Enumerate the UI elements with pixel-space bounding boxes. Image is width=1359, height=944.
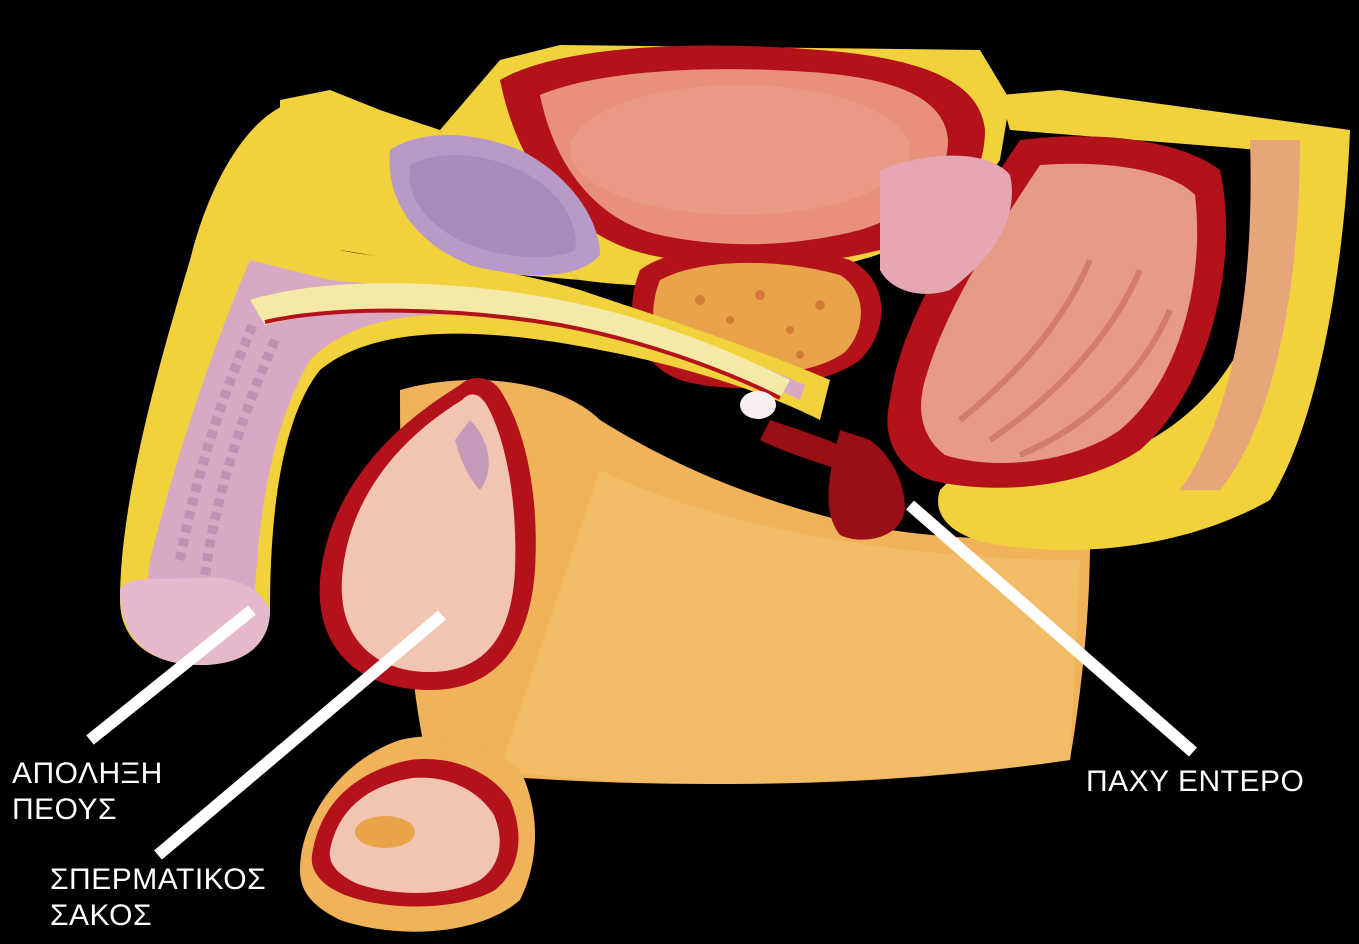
label-large-intestine: ΠΑΧΥ ΕΝΤΕΡΟ xyxy=(1086,764,1304,800)
bulbourethral-gland xyxy=(740,391,776,419)
ejaculatory-duct xyxy=(760,420,850,470)
label-penis-tip: ΑΠΟΛΗΞΗ ΠΕΟΥΣ xyxy=(12,756,163,828)
label-penis-tip-line2: ΠΕΟΥΣ xyxy=(12,792,163,828)
bladder-texture xyxy=(570,85,910,215)
label-scrotum-line1: ΣΠΕΡΜΑΤΙΚΟΣ xyxy=(50,862,266,898)
label-large-intestine-line1: ΠΑΧΥ ΕΝΤΕΡΟ xyxy=(1086,764,1304,800)
cross-section-core xyxy=(355,816,415,848)
label-scrotum: ΣΠΕΡΜΑΤΙΚΟΣ ΣΑΚΟΣ xyxy=(50,862,266,934)
label-penis-tip-line1: ΑΠΟΛΗΞΗ xyxy=(12,756,163,792)
label-scrotum-line2: ΣΑΚΟΣ xyxy=(50,898,266,934)
